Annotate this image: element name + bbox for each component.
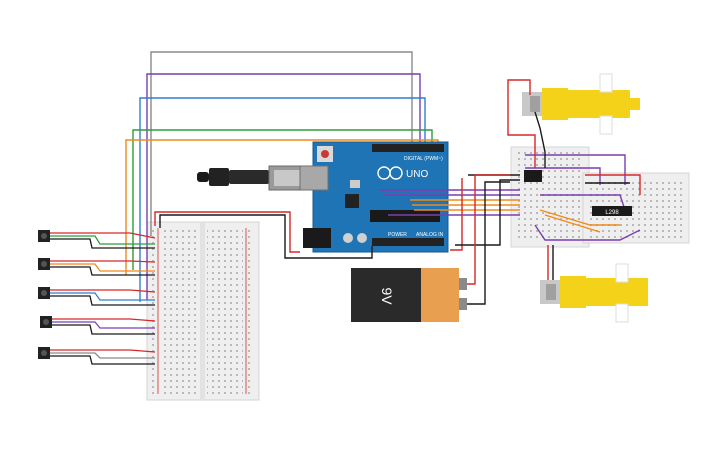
motor-bottom-wires[interactable] [547,245,554,280]
battery-label: 9V [379,287,395,305]
arduino-uno-board[interactable]: DIGITAL (PWM~) POWER ANALOG IN UNO [299,141,449,253]
l298-driver[interactable]: L298 [524,170,632,216]
ir-sensor-3[interactable] [38,287,50,299]
ir-sensor-2[interactable] [38,258,50,270]
battery-wires[interactable] [467,174,510,305]
ir-sensor-5[interactable] [38,347,50,359]
motor-top[interactable] [522,73,640,135]
digital-header[interactable] [372,144,444,152]
analog-label: ANALOG IN [416,232,444,238]
power-wires[interactable] [154,211,373,259]
signal-wires[interactable] [125,51,439,302]
power-label: POWER [388,232,407,238]
uno-label: UNO [406,169,428,180]
switch[interactable] [524,170,542,182]
power-jack [303,228,331,248]
motor-bottom[interactable] [540,263,648,323]
atmega-chip [370,210,440,222]
ir-sensor-1[interactable] [38,230,50,242]
sensor-wires[interactable] [50,232,156,365]
arduino-logo-icon [377,166,403,180]
digital-label: DIGITAL (PWM~) [404,156,443,162]
usb-port [299,165,329,191]
usb-cable[interactable] [197,165,306,191]
analog-header[interactable] [372,238,444,246]
motor-control-wires[interactable] [380,154,641,251]
motor-top-wires[interactable] [507,79,546,168]
ir-sensor-4[interactable] [40,316,52,328]
driver-label: L298 [605,210,619,216]
breadboard-left[interactable] [146,221,260,401]
battery-9v[interactable]: 9V [351,268,467,322]
